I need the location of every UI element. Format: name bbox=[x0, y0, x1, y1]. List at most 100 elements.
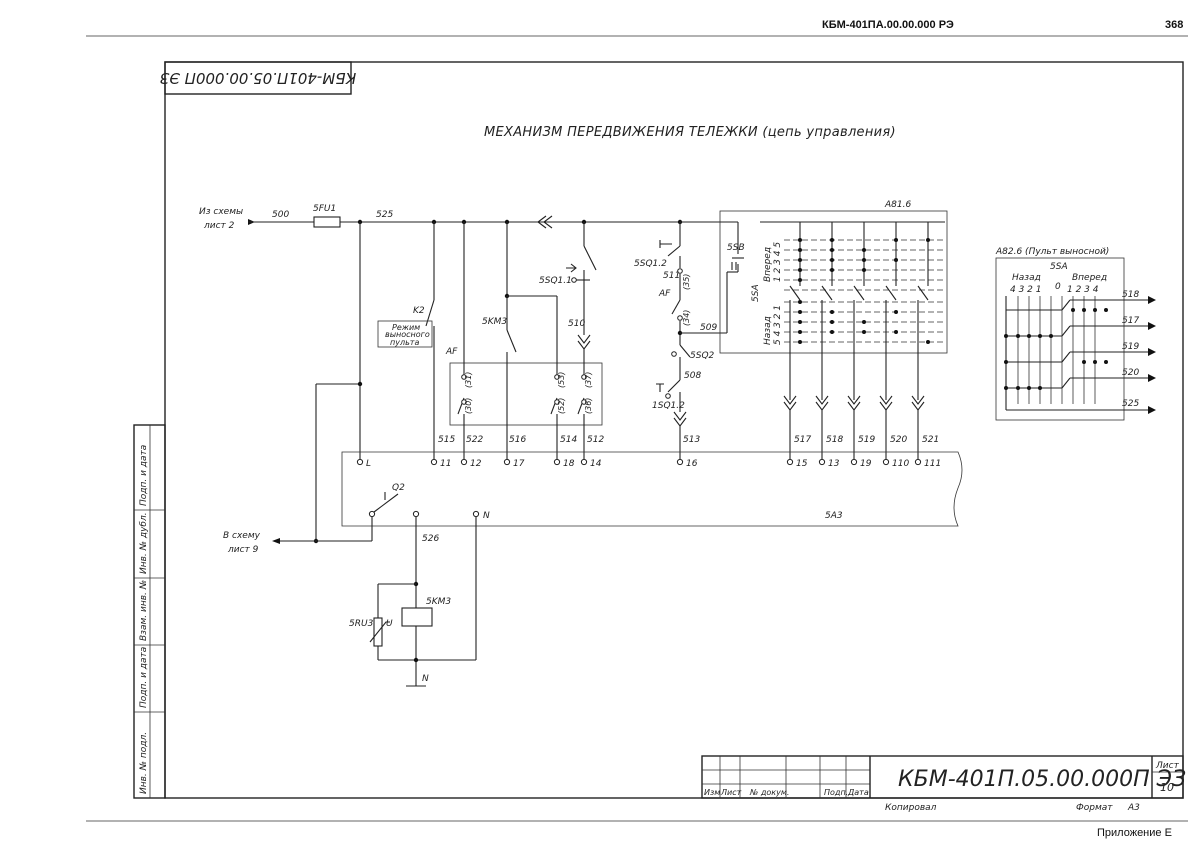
terminal-15: 15 bbox=[796, 459, 808, 469]
terminal-16: 16 bbox=[686, 459, 698, 469]
label-n-2: N bbox=[422, 674, 429, 684]
label-5km3: 5KM3 bbox=[482, 317, 507, 327]
label-5sq1-1: 5SQ1.1 bbox=[539, 276, 572, 286]
af-block bbox=[449, 362, 603, 426]
label-remote-nazad: Назад bbox=[1012, 273, 1041, 283]
tb-sheet-label: Лист bbox=[1155, 761, 1180, 771]
mode-label-1: Режим bbox=[392, 323, 420, 332]
label-517: 517 bbox=[794, 435, 811, 445]
label-1sq1-2: 1SQ1.2 bbox=[652, 401, 685, 411]
fuse-5fu1 bbox=[313, 216, 341, 228]
tb-format-label: Формат bbox=[1076, 803, 1113, 813]
label-out-525: 525 bbox=[1122, 399, 1139, 409]
label-526: 526 bbox=[422, 534, 439, 544]
label-af-1: AF bbox=[445, 347, 458, 357]
label-521: 521 bbox=[922, 435, 939, 445]
label-36: (36) bbox=[584, 398, 593, 414]
sa-contact-dots bbox=[798, 238, 930, 344]
label-31: (31) bbox=[464, 372, 473, 388]
tb-format-value: А3 bbox=[1127, 803, 1140, 813]
label-520: 520 bbox=[890, 435, 907, 445]
remote-switch-grid bbox=[1004, 296, 1108, 411]
label-5sa: 5SA bbox=[751, 284, 761, 302]
label-53: (53) bbox=[557, 372, 566, 388]
side-strip bbox=[133, 424, 166, 799]
terminal-19: 19 bbox=[860, 459, 872, 469]
label-out-518: 518 bbox=[1122, 290, 1139, 300]
label-pos-fwd: 1 2 3 4 5 bbox=[773, 242, 783, 282]
label-remote-left: 4 3 2 1 bbox=[1010, 285, 1042, 295]
appendix-label: Приложение Е bbox=[1097, 827, 1172, 839]
label-k2: K2 bbox=[413, 306, 425, 316]
label-522: 522 bbox=[466, 435, 483, 445]
output-sheet-label: лист 9 bbox=[227, 545, 259, 555]
remote-mode-box bbox=[377, 320, 433, 348]
rotated-stamp: КБМ-401П.05.00.000П ЭЗ bbox=[159, 69, 356, 87]
coil-5km3 bbox=[401, 607, 433, 627]
label-512: 512 bbox=[587, 435, 604, 445]
input-from-label: Из схемы bbox=[199, 207, 243, 217]
tb-designation: КБМ-401П.05.00.000П ЭЗ bbox=[898, 767, 1186, 792]
side-podp-data-2: Подп. и дата bbox=[139, 647, 149, 708]
label-500: 500 bbox=[272, 210, 289, 220]
label-nazad: Назад bbox=[763, 316, 773, 345]
terminal-111: 111 bbox=[924, 459, 941, 469]
terminal-12: 12 bbox=[470, 459, 482, 469]
label-remote-right: 1 2 3 4 bbox=[1067, 285, 1099, 295]
side-inv-podl: Инв. № подл. bbox=[139, 732, 149, 794]
label-515: 515 bbox=[438, 435, 455, 445]
rotated-stamp-box bbox=[164, 61, 352, 95]
sa-contact-columns bbox=[760, 221, 945, 400]
label-35: (35) bbox=[682, 274, 691, 290]
title-block bbox=[701, 755, 1184, 799]
label-37: (37) bbox=[584, 372, 593, 388]
side-vzam-inv: Взам. инв. № bbox=[139, 580, 149, 641]
sa3-terminals bbox=[356, 458, 922, 466]
label-5sb: 5SB bbox=[727, 243, 745, 253]
input-sheet-label: лист 2 bbox=[203, 221, 235, 231]
terminal-13: 13 bbox=[828, 459, 840, 469]
a81-6-block bbox=[719, 210, 948, 354]
label-out-520: 520 bbox=[1122, 368, 1139, 378]
label-509: 509 bbox=[700, 323, 717, 333]
sa3-block bbox=[341, 451, 963, 527]
contact-k2 bbox=[425, 299, 435, 327]
label-u: U bbox=[386, 619, 393, 629]
label-pos-rev: 5 4 3 2 1 bbox=[773, 305, 783, 345]
label-vpered: Вперед bbox=[763, 247, 773, 282]
switch-q2 bbox=[373, 493, 399, 513]
label-5fu1: 5FU1 bbox=[313, 204, 336, 214]
bus-chevron bbox=[537, 215, 553, 229]
label-remote-zero: 0 bbox=[1055, 282, 1061, 292]
tb-col-izm: Изм bbox=[704, 788, 720, 797]
tb-col-data: Дата bbox=[847, 788, 869, 797]
label-af-2: AF bbox=[658, 289, 671, 299]
terminal-18: 18 bbox=[563, 459, 575, 469]
side-inv-dubl: Инв. № дубл. bbox=[139, 512, 149, 574]
label-out-517: 517 bbox=[1122, 316, 1139, 326]
terminal-L: L bbox=[366, 459, 371, 469]
output-to-label: В схему bbox=[223, 531, 261, 541]
label-516: 516 bbox=[509, 435, 526, 445]
label-513: 513 bbox=[683, 435, 700, 445]
label-525: 525 bbox=[376, 210, 393, 220]
tb-col-list: Лист bbox=[720, 788, 742, 797]
tb-col-doc: № докум. bbox=[749, 788, 789, 797]
label-remote-5sa: 5SA bbox=[1050, 262, 1068, 272]
terminal-110: 110 bbox=[892, 459, 909, 469]
tb-copied: Копировал bbox=[885, 803, 937, 813]
tb-sheet-number: 10 bbox=[1160, 781, 1174, 794]
diagram-title: МЕХАНИЗМ ПЕРЕДВИЖЕНИЯ ТЕЛЕЖКИ (цепь упра… bbox=[484, 125, 896, 140]
label-5ru3: 5RU3 bbox=[349, 619, 374, 629]
mode-label-2: выносного bbox=[385, 330, 430, 339]
label-30: (30) bbox=[464, 398, 473, 414]
page-number: 368 bbox=[1165, 19, 1184, 31]
terminal-17: 17 bbox=[513, 459, 525, 469]
label-a81-6: A81.6 bbox=[884, 200, 911, 210]
label-518: 518 bbox=[826, 435, 843, 445]
label-out-519: 519 bbox=[1122, 342, 1139, 352]
side-podp-data: Подп. и дата bbox=[139, 445, 149, 506]
label-a82-6: A82.6 (Пульт выносной) bbox=[995, 247, 1109, 257]
